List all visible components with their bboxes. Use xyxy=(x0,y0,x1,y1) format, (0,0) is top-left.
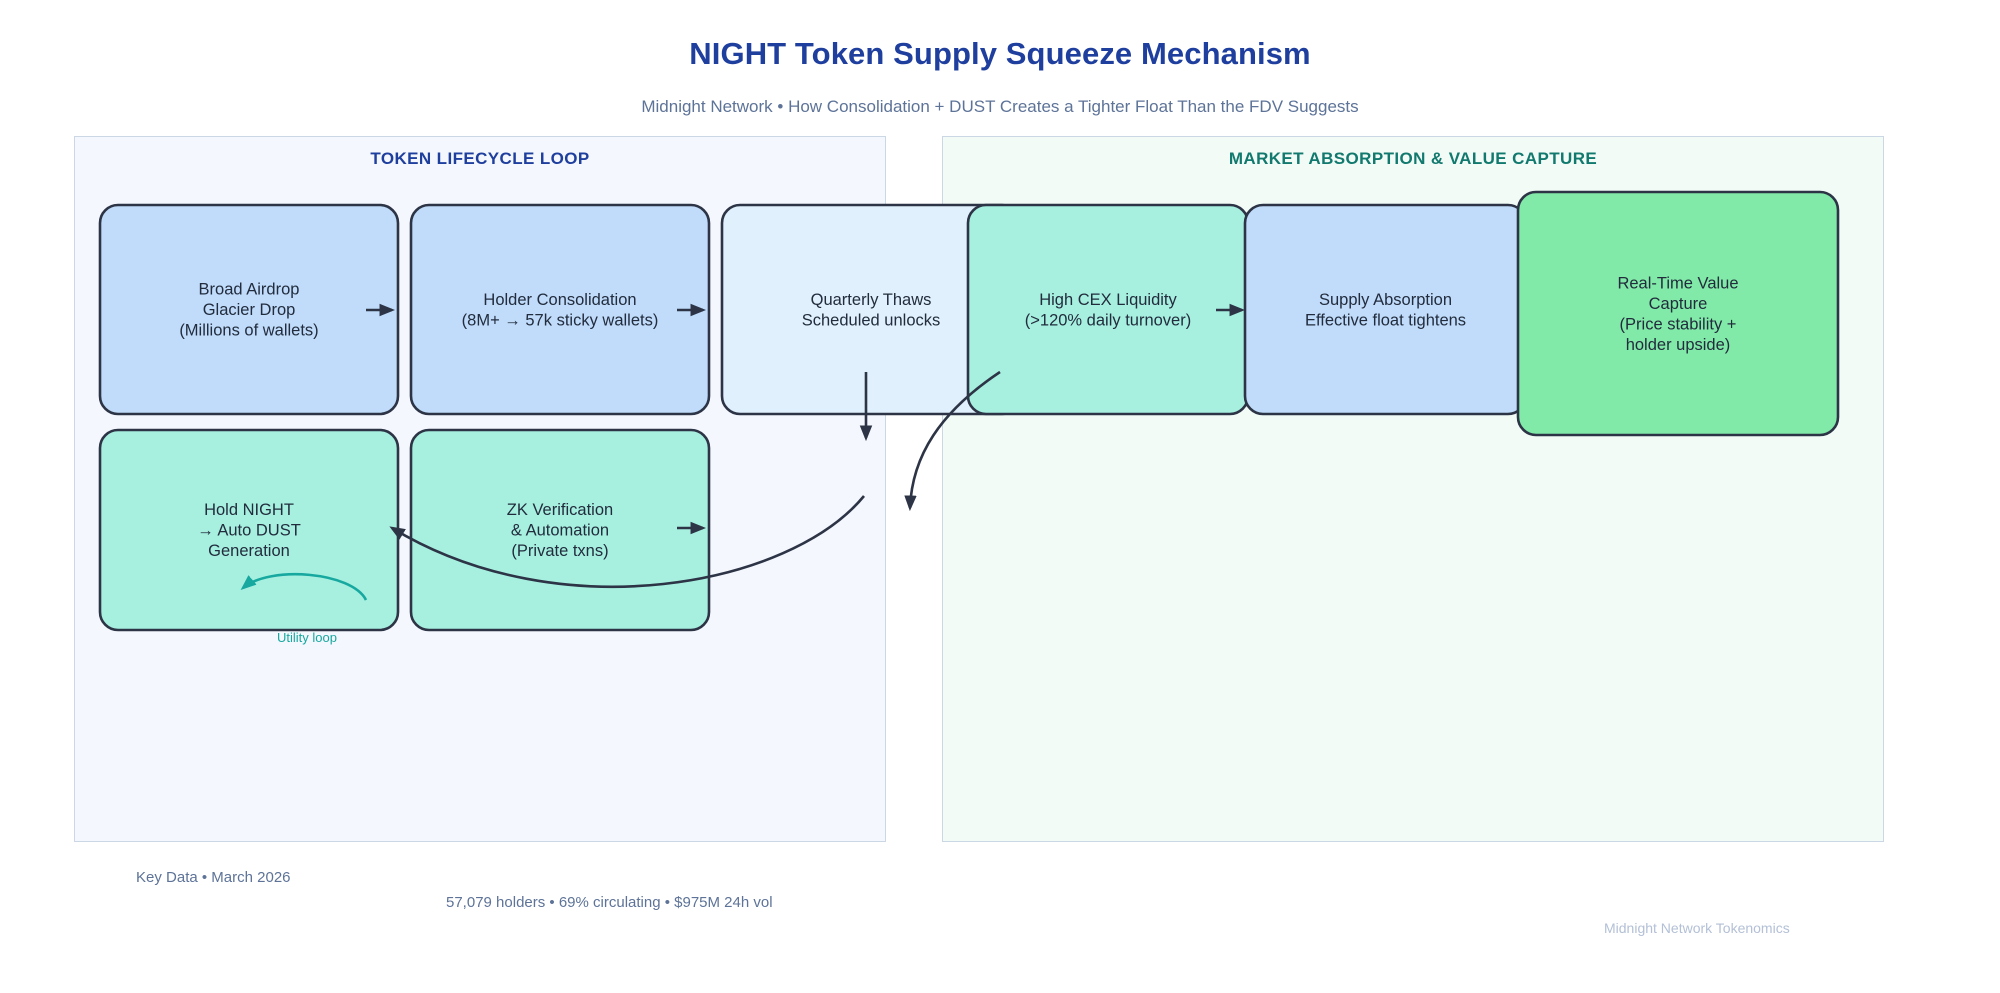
panel-market-absorption: MARKET ABSORPTION & VALUE CAPTURE xyxy=(942,136,1884,842)
footer-stats: 57,079 holders • 69% circulating • $975M… xyxy=(446,894,773,911)
panel-title-lifecycle: TOKEN LIFECYCLE LOOP xyxy=(370,149,590,168)
footer-brand: Midnight Network Tokenomics xyxy=(1604,920,1790,936)
page-title: NIGHT Token Supply Squeeze Mechanism xyxy=(689,36,1311,71)
footer-key-data: Key Data • March 2026 xyxy=(136,869,291,886)
panel-token-lifecycle-loop: TOKEN LIFECYCLE LOOP xyxy=(74,136,886,842)
panel-title-market: MARKET ABSORPTION & VALUE CAPTURE xyxy=(1228,149,1598,168)
page-subtitle: Midnight Network • How Consolidation + D… xyxy=(641,97,1359,116)
